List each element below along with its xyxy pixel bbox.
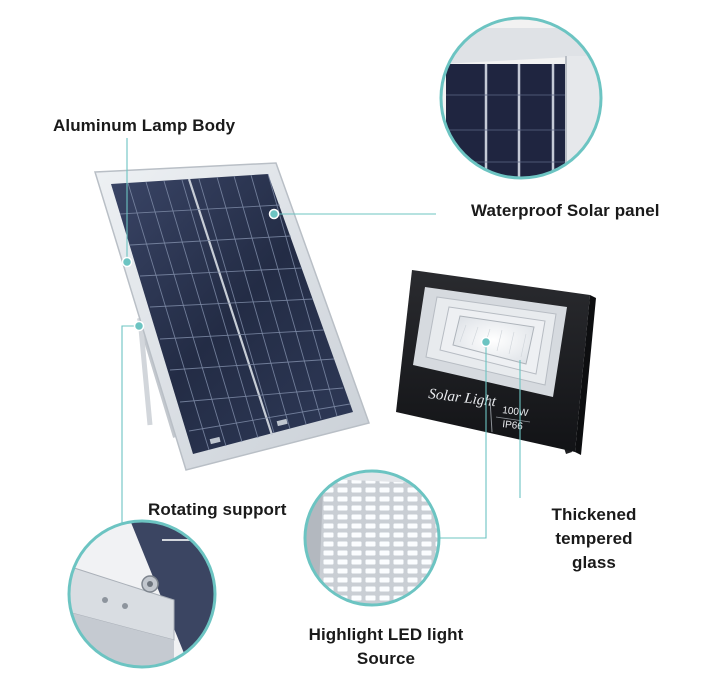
callout-tempered-glass-line2: glass	[572, 553, 616, 572]
callout-lines	[121, 138, 521, 539]
lamp-wattage-text: 100W	[502, 405, 530, 419]
callout-tempered-glass: Thickened tempered glass	[513, 503, 675, 575]
callout-rotating-support: Rotating support	[148, 500, 287, 519]
callout-dots	[121, 208, 492, 348]
callout-tempered-glass-line1: Thickened tempered	[551, 505, 637, 548]
callout-lamp-body: Aluminum Lamp Body	[53, 116, 236, 135]
callout-led-source-line1: Highlight LED light	[308, 625, 464, 644]
detail-circle-support	[67, 519, 217, 669]
detail-circle-led	[303, 469, 441, 607]
callout-led-source: Highlight LED light Source	[302, 623, 470, 671]
callout-solar-panel: Waterproof Solar panel	[471, 201, 660, 220]
detail-circle-panel-corner	[439, 16, 603, 180]
callout-led-source-line2: Source	[356, 649, 416, 668]
solar-panel	[94, 162, 370, 471]
flood-light: Solar Light 100W IP66	[396, 270, 596, 455]
lamp-rating-text: IP66	[502, 419, 524, 432]
